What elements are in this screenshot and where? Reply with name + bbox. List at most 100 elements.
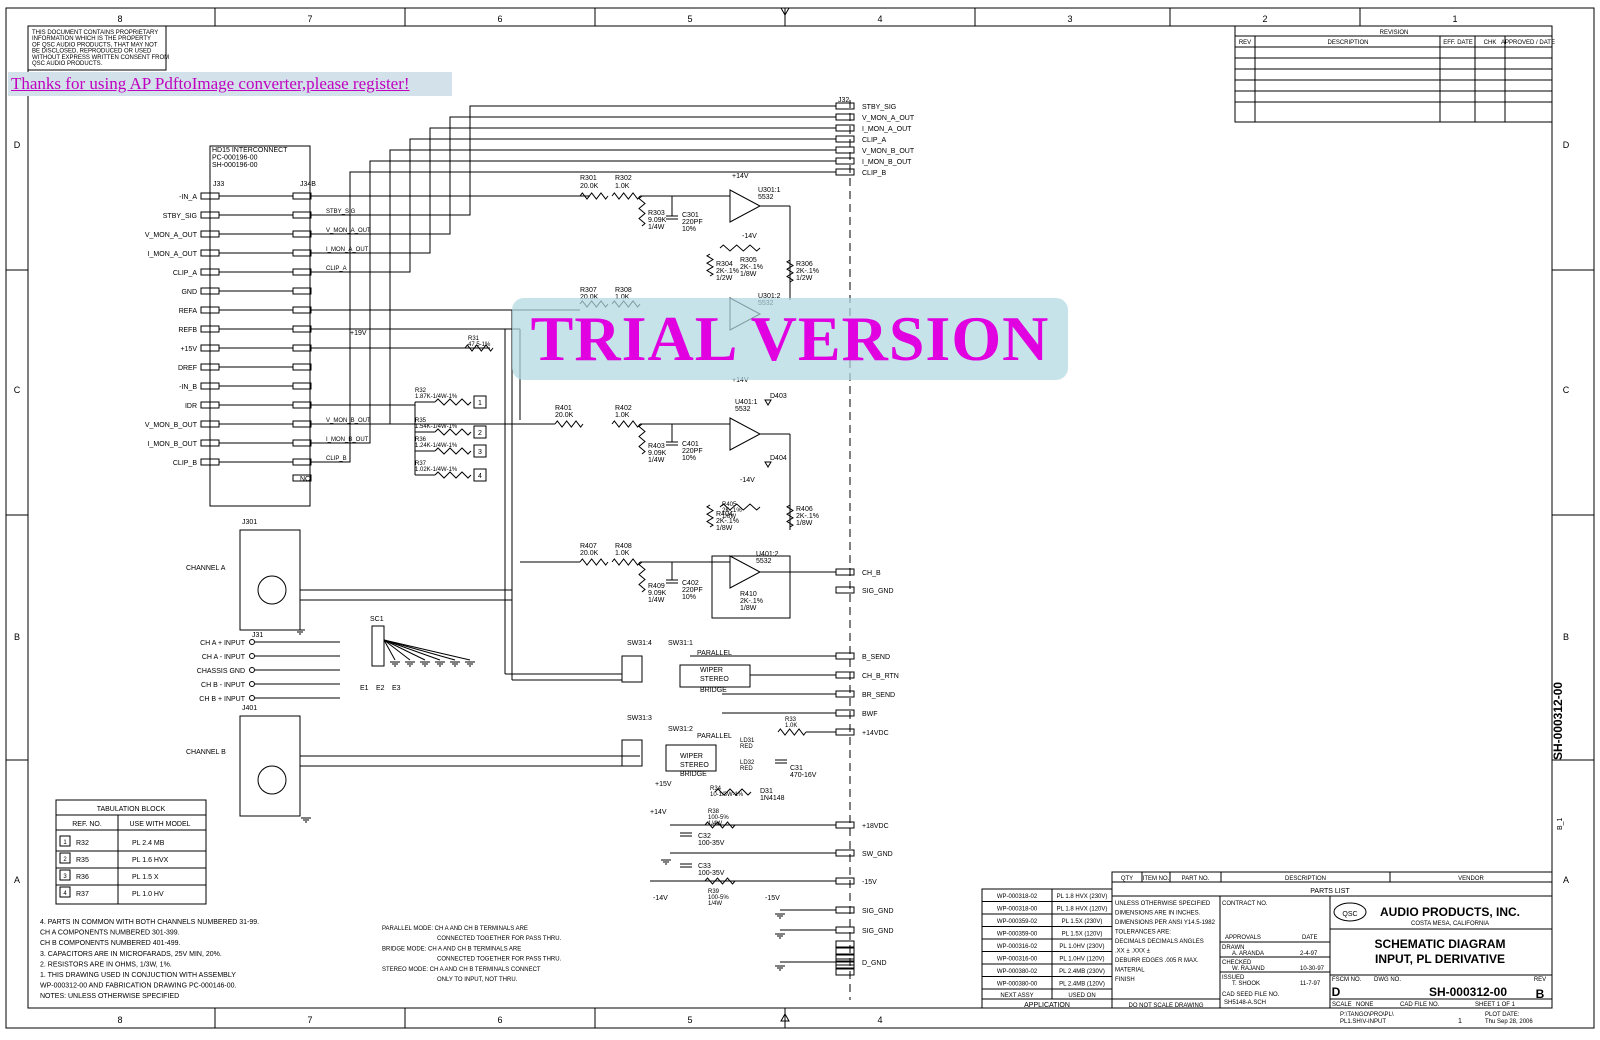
j32-pin-name: CLIP_A (862, 137, 886, 144)
feedback-loop-box (711, 555, 791, 619)
side-dwg-number: SH-000312-00 (1551, 682, 1565, 760)
rail-label: +19V (350, 330, 367, 337)
j33-pin-name: I_MON_A_OUT (148, 251, 198, 258)
board-connector-name: SW_GND (862, 851, 893, 858)
tab-number-box (473, 468, 487, 482)
u401a-op-amp (729, 417, 762, 451)
page-number: 1 (1458, 1018, 1462, 1025)
rail-label: -14V (742, 233, 757, 240)
approval-name: A. ARANDA (1232, 951, 1264, 957)
tolerance-note: TOLERANCES ARE: (1115, 930, 1171, 936)
j32-pin (835, 146, 855, 154)
application-model: PL 1.5X (230V) (1062, 919, 1103, 925)
d403-label: D403 (770, 393, 787, 400)
zone-label: 5 (687, 14, 692, 24)
tab-resistor-value: 1.87K-1/4W-1% (415, 394, 458, 400)
input-terminal (249, 695, 255, 701)
company-city: COSTA MESA, CALIFORNIA (1411, 921, 1489, 927)
tolerance-note: DEBURR EDGES .005 R MAX. (1115, 958, 1199, 964)
input-terminal (249, 681, 255, 687)
zone-label: A (1563, 875, 1569, 885)
tab-resistor-label: R32 (415, 388, 427, 394)
board-connector-name: CH_B (862, 570, 881, 577)
approvals-label: APPROVALS (1225, 935, 1261, 941)
channel-b-label: CHANNEL B (186, 749, 226, 756)
r38-resistor (704, 821, 736, 829)
c401-label: 220PF (682, 448, 703, 455)
j32-pin-name: CLIP_B (862, 170, 886, 177)
r34-resistor (714, 788, 752, 796)
board-connector-pin (835, 671, 855, 679)
tabulation-index: 4 (63, 891, 67, 897)
tab-number: 2 (478, 430, 482, 437)
j34-pin (292, 420, 312, 428)
r410-label: 1/8W (740, 605, 757, 612)
j33-pin-name: DREF (178, 365, 197, 372)
tabulation-model: PL 1.6 HVX (132, 857, 169, 864)
cad-seed-label: CAD SEED FILE NO. (1222, 992, 1280, 998)
proprietary-note-line: OF QSC AUDIO PRODUCTS, THAT MAY NOT (32, 42, 158, 48)
j34-pin (292, 211, 312, 219)
tolerance-note: MATERIAL (1115, 968, 1145, 974)
sc1-wire (383, 639, 441, 661)
hd15-title: SH-000196-00 (212, 162, 258, 169)
registration-banner[interactable]: Thanks for using AP PdftoImage converter… (8, 72, 452, 96)
rail-label: -15V (765, 895, 780, 902)
zone-label: 8 (117, 1015, 122, 1025)
application-model: PL 2.4MB (120V) (1059, 982, 1105, 988)
tabulation-index-box (59, 835, 71, 847)
switch-mode-label: STEREO (700, 676, 729, 683)
j32-pin-name: I_MON_B_OUT (862, 159, 912, 166)
j301-label: J301 (242, 519, 257, 526)
hd15-title: HD15 INTERCONNECT (212, 147, 288, 154)
r304-label: 2K-.1% (716, 268, 739, 275)
tab-resistor-value: 1.02K-1/4W-1% (415, 467, 458, 473)
r303-label: 1/4W (648, 224, 665, 231)
board-connector-pin (835, 586, 855, 594)
c31-label: 470-16V (790, 772, 817, 779)
j32-pin-name: V_MON_B_OUT (862, 148, 915, 155)
r407-resistor (579, 558, 609, 566)
registration-link[interactable]: Thanks for using AP PdftoImage converter… (11, 74, 410, 93)
zone-label: D (14, 140, 21, 150)
used-on-label: USED ON (1068, 993, 1095, 999)
zone-label: B (14, 632, 20, 642)
sw31-4-switch (621, 655, 643, 683)
trial-watermark: TRIAL VERSION (512, 298, 1068, 380)
revision-title: REVISION (1380, 30, 1409, 36)
r307-label: R307 (580, 287, 597, 294)
r303-resistor (638, 195, 646, 227)
tab-resistor-label: R36 (415, 437, 427, 443)
c32-label: 100-35V (698, 840, 725, 847)
parts-column: VENDOR (1458, 876, 1484, 882)
j34-pin (292, 268, 312, 276)
parts-column: PART NO. (1182, 876, 1210, 882)
tabulation-block (55, 799, 207, 905)
tab-number: 3 (478, 449, 482, 456)
r406-label: 1/8W (796, 520, 813, 527)
r401-label: 20.0K (555, 412, 574, 419)
r33-label: R33 (785, 717, 797, 723)
r38-label: R38 (708, 809, 720, 815)
tab-resistor-value: 1.24K-1/4W-1% (415, 443, 458, 449)
tabulation-title: TABULATION BLOCK (97, 806, 166, 813)
r31-resistor (464, 344, 494, 352)
board-connector-name: CH_B_RTN (862, 673, 899, 680)
j34-pin (292, 344, 312, 352)
tabulation-index-box (59, 869, 71, 881)
j34-pin (292, 230, 312, 238)
fscm-label: FSCM NO. (1332, 977, 1362, 983)
sw31-2-switch (665, 744, 717, 772)
r410-label: R410 (740, 591, 757, 598)
zone-label: 6 (497, 1015, 502, 1025)
c33-label: C33 (698, 863, 711, 870)
board-connector-pin (835, 968, 855, 976)
r305-label: 2K-.1% (740, 264, 763, 271)
tabulation-header: USE WITH MODEL (129, 821, 190, 828)
board-connector-name: SIG_GND (862, 588, 894, 595)
sc1-wire (383, 639, 426, 661)
board-connector-pin (835, 849, 855, 857)
r34-label: R34 (710, 786, 722, 792)
board-connector-pin (835, 821, 855, 829)
